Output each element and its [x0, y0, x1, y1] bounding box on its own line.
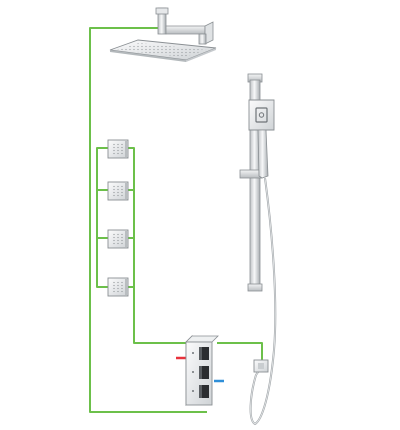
valve-knob-bottom — [199, 385, 209, 398]
thermostatic-valve — [176, 335, 224, 407]
pipe-network — [89, 27, 263, 413]
body-jet-icon — [107, 229, 129, 249]
valve-knob-top — [199, 347, 209, 360]
body-jet — [107, 229, 129, 249]
rain-shower-head — [109, 7, 217, 62]
body-jet-icon — [107, 139, 129, 159]
pipe-rain-head-supply — [89, 27, 207, 413]
body-jet-icon — [107, 181, 129, 201]
pipe-body-jets-left — [96, 147, 110, 288]
body-jet — [107, 181, 129, 201]
body-jet — [107, 277, 129, 297]
three-knob-valve-icon — [185, 335, 219, 407]
body-jet-icon — [107, 277, 129, 297]
body-jets — [107, 139, 129, 297]
slide-rail-handshower — [239, 73, 277, 426]
pipe-handshower-supply — [217, 342, 263, 360]
wall-outlet-elbow — [253, 359, 269, 373]
square-rain-head-icon — [109, 7, 217, 62]
rail-bottom-bracket — [247, 283, 263, 292]
body-jet — [107, 139, 129, 159]
handshower-icon — [248, 99, 275, 179]
valve-knob-middle — [199, 366, 209, 379]
pipe-body-jets-right — [126, 147, 195, 344]
